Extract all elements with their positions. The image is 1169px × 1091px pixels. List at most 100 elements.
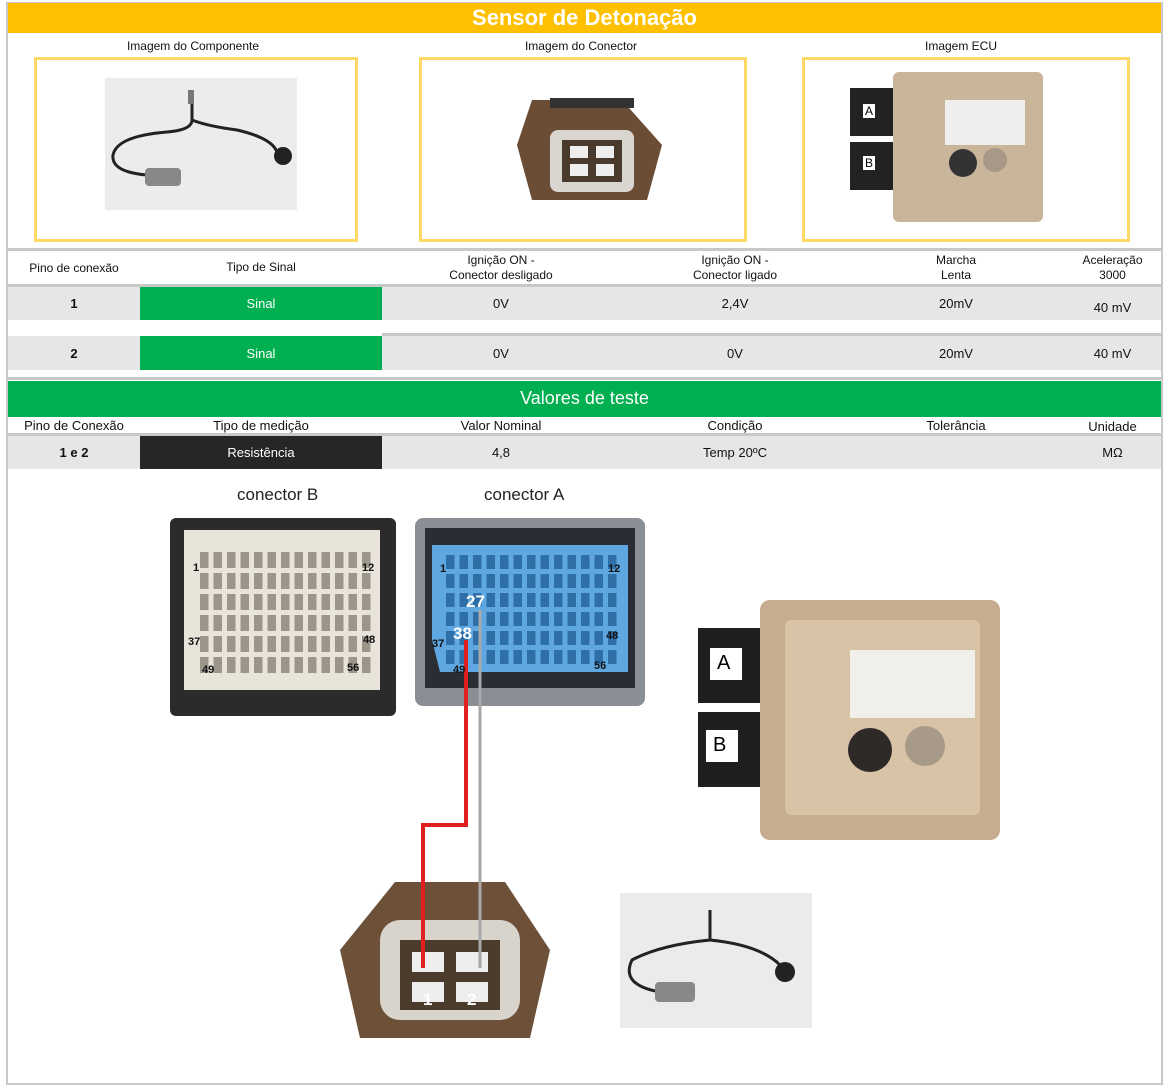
- pin-label: 37: [188, 636, 201, 648]
- connector-cavity: [240, 636, 249, 652]
- connector-cavity: [254, 594, 263, 610]
- header-measure-type: Tipo de medição: [213, 418, 309, 433]
- header-tolerance: Tolerância: [926, 418, 986, 433]
- connector-cavity: [308, 636, 317, 652]
- header-accel: Aceleração 3000: [1082, 253, 1143, 282]
- ign-on-cell: 0V: [727, 345, 743, 361]
- ign-on-cell: 2,4V: [721, 296, 749, 311]
- connector-cavity: [362, 636, 371, 652]
- connector-cavity: [240, 573, 249, 589]
- connector-cavity: [267, 636, 276, 652]
- connector-cavity: [594, 631, 603, 645]
- ecu-image: [698, 600, 1000, 840]
- pin-27-label: 27: [466, 592, 485, 611]
- connector-cavity: [486, 555, 495, 569]
- connector-cavity: [527, 631, 536, 645]
- pin-cell: 1: [70, 296, 78, 311]
- caption-ecu: Imagem ECU: [924, 39, 998, 53]
- connector-b-label: conector B: [237, 485, 319, 504]
- connector-cavity: [513, 555, 522, 569]
- connector-cavity: [486, 574, 495, 588]
- connector-cavity: [473, 612, 482, 626]
- connector-image-box: [419, 57, 747, 242]
- connector-cavity: [513, 631, 522, 645]
- measure-type-cell: Resistência: [140, 436, 382, 469]
- sensor-connector-image: [340, 882, 550, 1038]
- connector-cavity: [294, 657, 303, 673]
- divider: [8, 433, 1161, 436]
- connector-cavity: [567, 555, 576, 569]
- idle-cell: 20mV: [939, 345, 973, 361]
- connector-cavity: [294, 594, 303, 610]
- connector-cavity: [581, 631, 590, 645]
- connector-cavity: [308, 573, 317, 589]
- connector-cavity: [335, 573, 344, 589]
- connector-cavity: [459, 555, 468, 569]
- ecu-image-box: A B: [802, 57, 1130, 242]
- connector-cavity: [308, 552, 317, 568]
- connector-cavity: [554, 650, 563, 664]
- connector-cavity: [267, 615, 276, 631]
- connector-cavity: [321, 594, 330, 610]
- connector-cavity: [446, 574, 455, 588]
- connector-cavity: [281, 552, 290, 568]
- pin-label: 37: [432, 638, 445, 650]
- pin-label: 48: [363, 634, 376, 646]
- connector-cavity: [227, 594, 236, 610]
- connector-cavity: [554, 574, 563, 588]
- ign-off-cell: 0V: [493, 296, 509, 311]
- caption-connector: Imagem do Conector: [524, 39, 638, 53]
- divider: [8, 248, 1161, 251]
- connector-image: [517, 98, 662, 200]
- connector-cavity: [281, 636, 290, 652]
- connector-cavity: [200, 594, 209, 610]
- connector-cavity: [513, 612, 522, 626]
- ecu-image: [850, 72, 1043, 222]
- connector-cavity: [254, 636, 263, 652]
- test-values-title: Valores de teste: [8, 381, 1161, 417]
- connector-cavity: [608, 631, 617, 645]
- red-wire: [421, 640, 468, 968]
- ecu-connector-b-label: B: [713, 734, 727, 756]
- connector-cavity: [473, 650, 482, 664]
- connector-cavity: [321, 657, 330, 673]
- connector-cavity: [362, 657, 371, 673]
- connector-cavity: [362, 573, 371, 589]
- connector-cavity: [608, 555, 617, 569]
- connector-cavity: [321, 615, 330, 631]
- connector-cavity: [362, 615, 371, 631]
- connector-cavity: [348, 615, 357, 631]
- header-condition: Condição: [707, 418, 763, 433]
- connector-cavity: [321, 573, 330, 589]
- pin-cell: 2: [70, 345, 78, 361]
- connector-cavity: [200, 552, 209, 568]
- connector-cavity: [335, 657, 344, 673]
- nominal-cell: 4,8: [491, 445, 511, 460]
- connector-cavity: [281, 594, 290, 610]
- pin-label: 48: [606, 630, 619, 642]
- knock-sensor-image: [105, 78, 297, 210]
- connector-cavity: [540, 650, 549, 664]
- table-row: 1 Sinal 0V 2,4V 20mV 40 mV: [8, 287, 1161, 320]
- connector-cavity: [240, 615, 249, 631]
- knock-sensor-photo: [620, 893, 812, 1028]
- connector-cavity: [348, 657, 357, 673]
- idle-cell: 20mV: [939, 296, 973, 311]
- divider: [382, 333, 1161, 336]
- connector-cavity: [540, 593, 549, 607]
- connector-cavity: [473, 593, 482, 607]
- connector-cavity: [281, 573, 290, 589]
- connector-cavity: [500, 612, 509, 626]
- connector-cavity: [348, 552, 357, 568]
- pin-label: 1: [193, 562, 200, 574]
- connector-cavity: [213, 594, 222, 610]
- connector-cavity: [321, 636, 330, 652]
- connector-cavity: [294, 552, 303, 568]
- connector-cavity: [267, 594, 276, 610]
- connector-cavity: [200, 615, 209, 631]
- connector-a-image: [415, 518, 645, 706]
- ecu-label-b: B: [863, 156, 876, 170]
- pin-label: 49: [453, 664, 466, 676]
- connector-cavity: [594, 555, 603, 569]
